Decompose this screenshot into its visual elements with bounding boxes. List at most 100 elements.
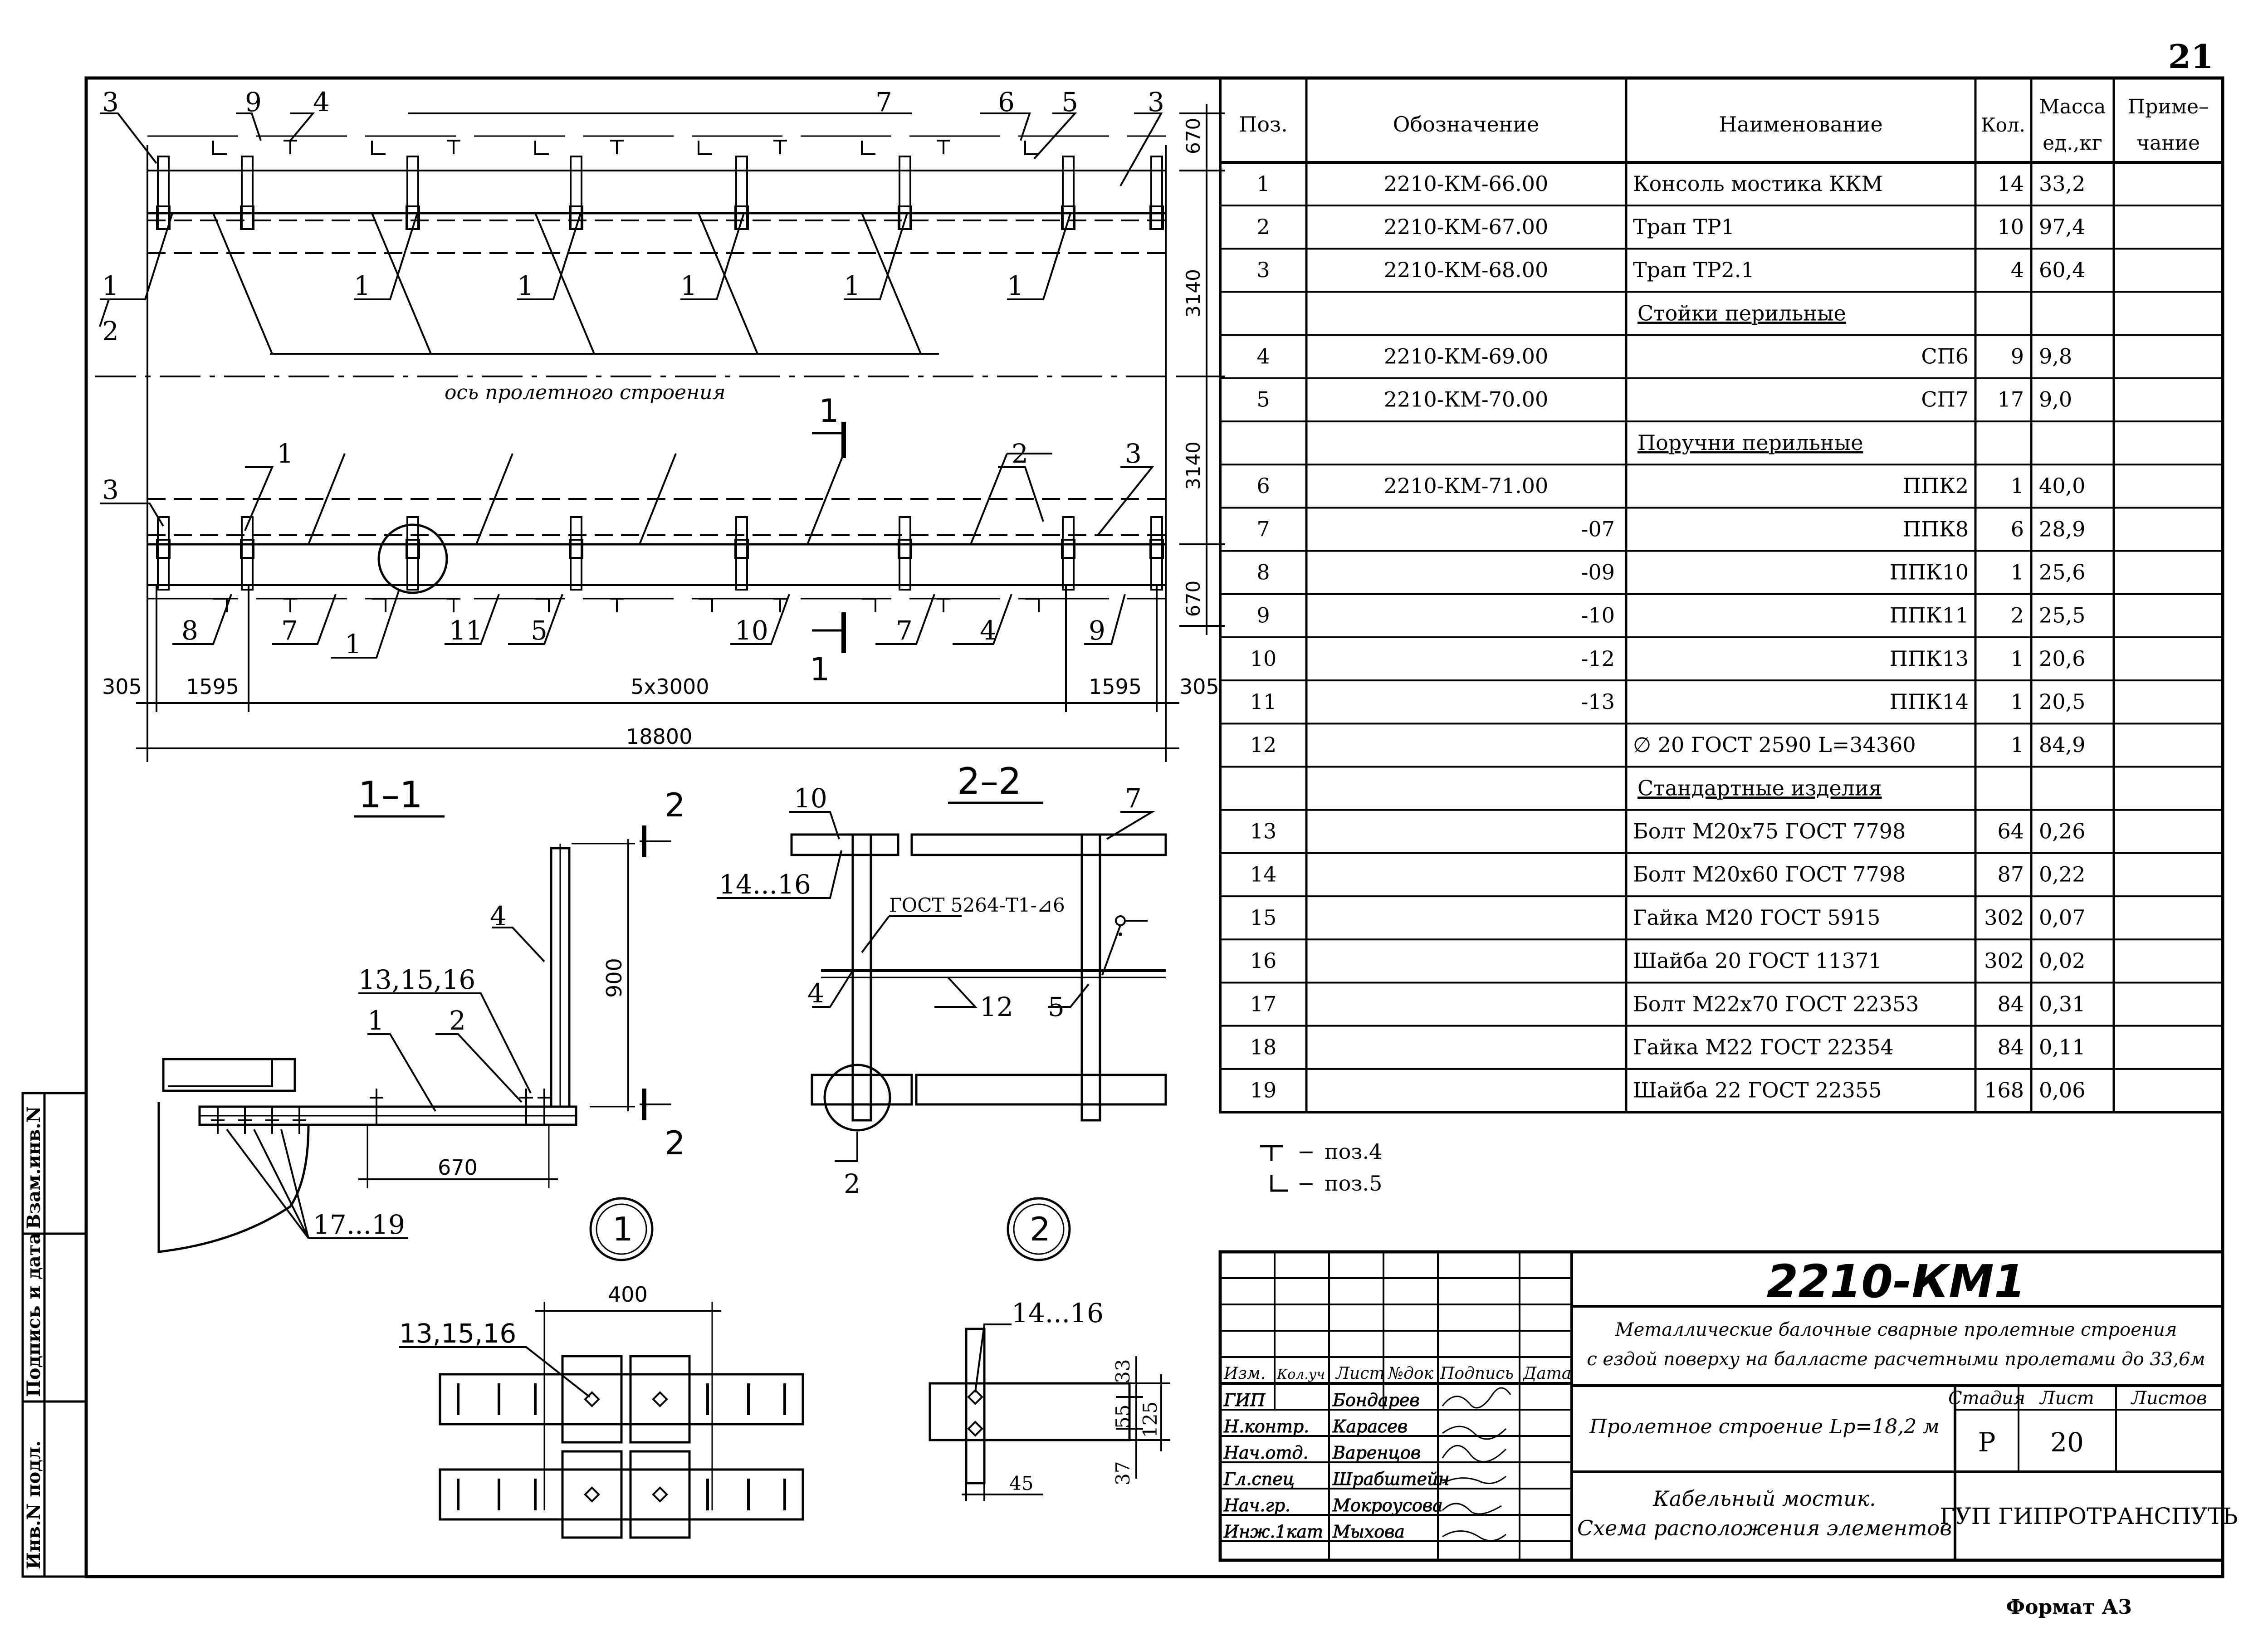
stamp-organization: ГУП ГИПРОТРАНСПУТЬ <box>1940 1503 2238 1529</box>
cut-mark-1-bottom: 1 <box>810 651 830 688</box>
spec-cell-qty: 302 <box>1984 905 2024 930</box>
format-label: Формат А3 <box>2006 1596 2132 1619</box>
rail-mark-bottom <box>1025 598 1040 612</box>
plan-label-1-c: 1 <box>680 270 697 301</box>
spec-cell-mass: 9,0 <box>2039 387 2072 412</box>
posts-top <box>147 135 1166 230</box>
spec-cell-qty: 1 <box>2011 732 2024 757</box>
spec-cell-mass: 0,06 <box>2039 1078 2085 1103</box>
spec-cell-pos: 1 <box>1256 171 1270 196</box>
railing-post-bottom <box>1150 516 1163 591</box>
spec-cell-name: Гайка М20 ГОСТ 5915 <box>1633 905 1880 930</box>
section-1-1-cut-bottom: 2 <box>665 1124 685 1162</box>
post-base-bottom <box>240 539 254 559</box>
rail-mark-bottom <box>862 598 876 612</box>
spec-cell-mass: 9,8 <box>2039 344 2072 369</box>
spec-cell-name: Болт М22х70 ГОСТ 22353 <box>1633 991 1919 1016</box>
railing-post-bottom <box>899 516 911 591</box>
railing-post-top <box>1150 156 1163 230</box>
cut-mark-1-top: 1 <box>819 392 839 430</box>
spec-cell-mass: 33,2 <box>2039 171 2085 196</box>
spec-cell-mass: 0,02 <box>2039 948 2085 973</box>
spec-cell-pos: 19 <box>1250 1078 1277 1103</box>
stamp-header-izm: Изм. <box>1223 1364 1266 1383</box>
spec-cell-pos: 13 <box>1250 819 1277 844</box>
plan-label-7-bottom-right: 7 <box>896 615 913 646</box>
stamp-stage-value: Р <box>1978 1427 1995 1458</box>
post-base-bottom <box>1061 539 1075 559</box>
section-2-2: 2–2 10 <box>717 760 1167 1199</box>
dim-total-18800: 18800 <box>626 724 692 749</box>
stamp-person-name: Мокроусова <box>1332 1495 1443 1515</box>
spec-cell-pos: 5 <box>1256 387 1270 412</box>
spec-cell-name: Болт М20х75 ГОСТ 7798 <box>1633 819 1906 844</box>
spec-cell-name-right: ППК11 <box>1890 603 1969 628</box>
stamp-role: ГИП <box>1223 1390 1266 1410</box>
spec-cell-mass: 0,31 <box>2039 991 2085 1016</box>
post-base-top <box>898 205 912 230</box>
page-number: 21 <box>2168 37 2214 76</box>
section-2-2-label-node: 2 <box>844 1168 860 1199</box>
side-sign-label: Подпись и дата <box>23 1233 44 1397</box>
spec-cell-designation: -13 <box>1581 689 1615 714</box>
spec-cell-qty: 64 <box>1997 819 2024 844</box>
legend: поз.4 − поз.5 − <box>1260 1139 1382 1196</box>
node-2-dim-33: 33 <box>1112 1359 1134 1383</box>
spec-cell-designation: -10 <box>1581 603 1615 628</box>
plan-label-1-a: 1 <box>354 270 371 301</box>
spec-cell-designation: 2210-КМ-69.00 <box>1384 344 1549 369</box>
rail-mark-top <box>534 141 549 155</box>
spec-cell-qty: 168 <box>1984 1078 2024 1103</box>
spec-cell-mass: 84,9 <box>2039 732 2085 757</box>
spec-cell-name-right: ППК13 <box>1890 646 1969 671</box>
section-2-2-label-bolts: 14...16 <box>719 869 811 900</box>
railing-post-top <box>157 156 170 230</box>
dim-1595-right: 1595 <box>1089 674 1142 699</box>
plan-label-2-lower: 2 <box>1012 438 1028 469</box>
section-1-1-label-bolts: 13,15,16 <box>358 964 475 995</box>
rail-mark-top <box>937 140 950 154</box>
spec-cell-name-right: СП7 <box>1921 387 1969 412</box>
plan-label-1-bottom: 1 <box>345 629 362 659</box>
rail-mark-bottom <box>937 598 950 612</box>
section-1-1-dim-900: 900 <box>602 958 626 998</box>
spec-cell-mass: 20,6 <box>2039 646 2085 671</box>
plan-label-6-top: 6 <box>998 87 1015 117</box>
legend-text-pos4: поз.4 <box>1325 1139 1382 1164</box>
spec-section-heading: Стандартные изделия <box>1637 776 1882 800</box>
spec-cell-qty: 6 <box>2011 517 2024 541</box>
spec-cell-name-right: ППК10 <box>1890 560 1969 584</box>
rail-mark-bottom <box>699 598 713 612</box>
node-2-dim-45: 45 <box>1009 1472 1033 1494</box>
railing-post-bottom <box>735 516 748 591</box>
railing-post-bottom <box>241 516 254 591</box>
spec-cell-qty: 1 <box>2011 560 2024 584</box>
dim-670-top: 670 <box>1182 118 1204 154</box>
spec-cell-designation: 2210-КМ-70.00 <box>1384 387 1549 412</box>
spec-cell-mass: 28,9 <box>2039 517 2085 541</box>
post-base-bottom <box>734 539 749 559</box>
spec-cell-qty: 17 <box>1997 387 2024 412</box>
spec-cell-designation: 2210-КМ-68.00 <box>1384 258 1549 282</box>
stamp-sheet-title-line2: Схема расположения элементов <box>1577 1516 1952 1540</box>
node-2-dim-37: 37 <box>1112 1461 1134 1485</box>
section-2-2-label-rail-right: 7 <box>1125 783 1142 814</box>
spec-cell-qty: 2 <box>2011 603 2024 628</box>
stamp-header-list: Лист <box>1335 1364 1385 1383</box>
post-base-top <box>156 205 171 230</box>
spec-cell-qty: 87 <box>1997 862 2024 887</box>
post-base-bottom <box>898 539 912 559</box>
node-2: 2 14...16 33 55 37 125 45 <box>929 1197 1170 1501</box>
spec-cell-qty: 1 <box>2011 689 2024 714</box>
spec-cell-designation: 2210-КМ-67.00 <box>1384 215 1549 239</box>
rail-mark-top <box>773 140 787 154</box>
railing-post-bottom <box>570 516 582 591</box>
stamp-role: Н.контр. <box>1223 1416 1309 1436</box>
plan-label-7-top: 7 <box>875 87 892 117</box>
stamp-role: Нач.гр. <box>1223 1495 1290 1515</box>
plan-label-9-bottom: 9 <box>1089 615 1105 646</box>
spec-cell-mass: 97,4 <box>2039 215 2085 239</box>
stamp-sheet-value: 20 <box>2050 1427 2084 1458</box>
posts-bottom <box>147 516 1166 612</box>
